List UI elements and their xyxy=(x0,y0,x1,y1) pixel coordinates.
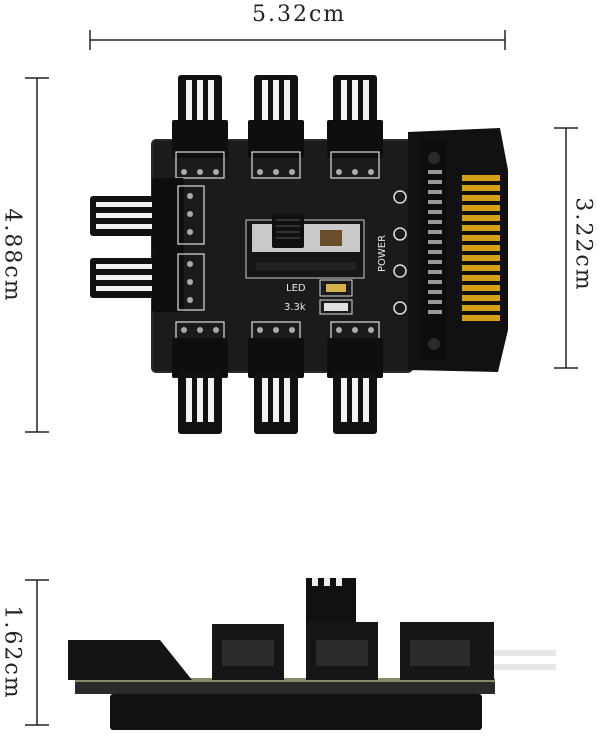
sata-power-connector xyxy=(408,128,508,372)
power-pads xyxy=(393,190,407,315)
pcb-top-view: LED 3.3k POWER xyxy=(90,75,508,434)
side-connectors xyxy=(212,622,556,680)
width-dimension-label: 5.32cm xyxy=(252,2,347,27)
dimension-lines xyxy=(25,30,578,726)
resistor-label: 3.3k xyxy=(284,302,306,313)
power-label: POWER xyxy=(377,235,388,272)
led-label: LED xyxy=(286,283,306,294)
left-fan-connectors xyxy=(90,178,205,312)
top-fan-connectors xyxy=(172,75,383,179)
bottom-fan-connectors xyxy=(172,321,383,434)
slide-switch xyxy=(245,214,365,279)
pcb-side-view xyxy=(68,578,556,730)
